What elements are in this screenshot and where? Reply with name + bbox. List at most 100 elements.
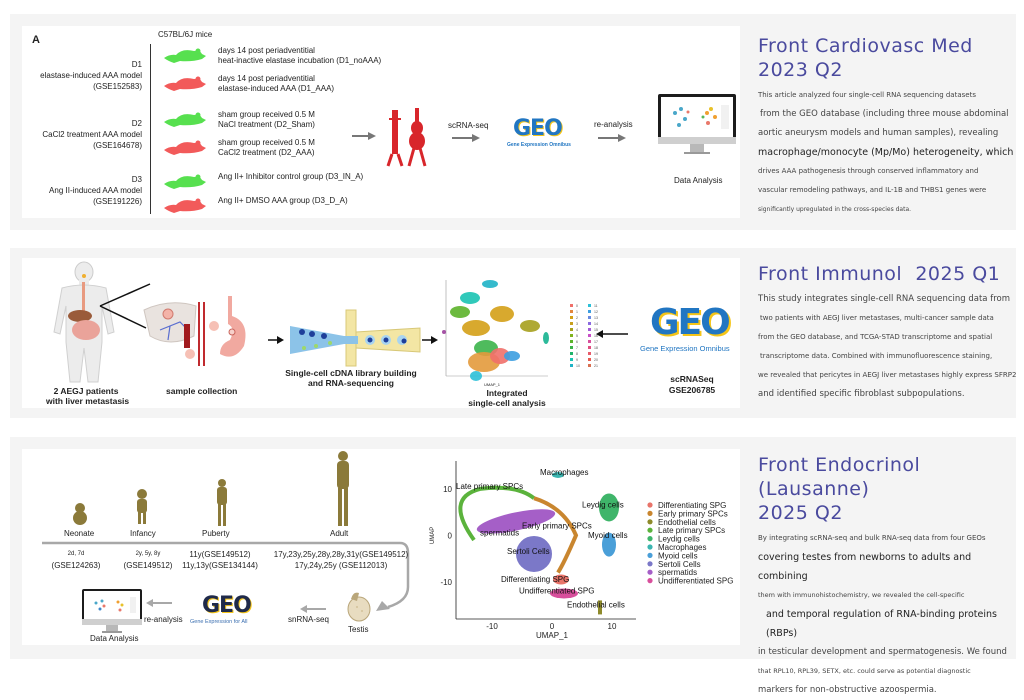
umap-cluster (460, 292, 480, 304)
legend-label: 6 (576, 340, 578, 344)
legend-label: 21 (594, 364, 598, 368)
legend-label: 1 (576, 310, 578, 314)
legend-label: 16 (594, 334, 598, 338)
cluster-label: Differentiating SPG (501, 575, 569, 584)
legend-label: 0 (576, 304, 578, 308)
description-line: transcriptome data. Combined with immuno… (760, 352, 993, 360)
adult-silhouette-icon (337, 451, 349, 526)
study-info-1: Front Cardiovasc Med 2023 Q2 This articl… (758, 34, 1014, 219)
arrow-icon (598, 134, 626, 142)
stage-label: Puberty (202, 529, 230, 538)
description-line: covering testes from newborns to adults … (758, 552, 972, 582)
puberty-silhouette-icon (217, 479, 227, 526)
stage-ages: 11y(GSE149512) (189, 550, 251, 559)
legend-swatch (570, 352, 573, 355)
mouse-group-label: Ang II+ DMSO AAA group (D3_D_A) (218, 196, 348, 206)
legend-swatch (647, 527, 653, 533)
geo-subtitle: Gene Expression Omnibus (507, 142, 571, 148)
study-card-3: Neonate Infancy Puberty Adult 2d, 7d (GS… (10, 437, 1016, 695)
y-tick-label: 0 (448, 531, 453, 540)
description-line: drives AAA pathogenesis through conserve… (758, 167, 979, 175)
journal-name: Front Immunol (758, 263, 903, 285)
computer-monitor-icon (658, 94, 738, 158)
description-line: This study integrates single-cell RNA se… (758, 294, 1010, 304)
x-axis-label: UMAP_1 (536, 631, 569, 640)
description-line: This article analyzed four single-cell R… (758, 91, 976, 99)
data-analysis-label: Data Analysis (674, 176, 723, 185)
cluster-label: spermatids (480, 528, 519, 537)
patients-label-line: 2 AEGJ patients (53, 386, 119, 396)
arrow-icon (422, 336, 438, 344)
dataset-gse: (GSE191226) (93, 197, 142, 206)
legend-swatch (588, 346, 591, 349)
stage-gse: 11y,13y(GSE134144) (182, 561, 258, 570)
y-axis-label: UMAP (430, 527, 436, 544)
legend-swatch (588, 352, 591, 355)
cluster-leydig-cells (599, 493, 619, 522)
group-line: sham group received 0.5 M (218, 138, 315, 147)
y-tick-label: 10 (443, 485, 452, 494)
legend-swatch (647, 578, 653, 584)
neonate-silhouette-icon (73, 503, 87, 525)
integrated-label: Integrated single-cell analysis (452, 388, 562, 408)
legend-swatch (570, 340, 573, 343)
legend-swatch (647, 519, 653, 525)
mouse-group-label: Ang II+ Inhibitor control group (D3_IN_A… (218, 172, 363, 182)
group-line: days 14 post periadventitial (218, 46, 315, 55)
legend-swatch (647, 569, 653, 575)
data-analysis-label: Data Analysis (90, 634, 139, 643)
geo-subtitle: Gene Expression Omnibus (640, 344, 730, 353)
legend-label: 15 (594, 328, 598, 332)
legend-label: Early primary SPCs (658, 509, 728, 518)
cluster-label: Sertoli Cells (507, 547, 550, 556)
cluster-undifferentiated-spg (550, 588, 578, 599)
x-tick-label: 0 (550, 622, 555, 631)
stage-ages: 17y,23y,25y,28y,28y,31y(GSE149512) (273, 550, 409, 559)
study-description: By integrating scRNA-seq and bulk RNA-se… (758, 529, 1020, 700)
legend-swatch (588, 310, 591, 313)
stage-samples: 2d, 7d (GSE124263) (40, 549, 112, 571)
description-line: from the GEO database (including three m… (760, 109, 1009, 119)
umap-cluster (442, 330, 446, 334)
cluster-endothelial-cells (598, 600, 602, 615)
umap-cluster (450, 306, 470, 318)
journal-title: Front Endocrinol (Lausanne) 2025 Q2 (758, 453, 1020, 525)
dataset-label: scRNASeq GSE206785 (652, 374, 732, 396)
dataset-id: D2 (131, 119, 142, 128)
study-figure-3: Neonate Infancy Puberty Adult 2d, 7d (GS… (22, 449, 740, 645)
organ-illustration-icon (143, 296, 246, 366)
study-card-2: 2 AEGJ patients with liver metastasis sa… (10, 248, 1016, 418)
dataset-d2-label: D2 CaCl2 treatment AAA model (GSE164678) (42, 118, 142, 151)
legend-swatch (588, 340, 591, 343)
mouse-icon (164, 174, 206, 189)
human-body-icon (53, 261, 115, 383)
integrated-label-line: single-cell analysis (468, 398, 546, 408)
mini-scatter-icon (673, 105, 729, 129)
arrow-icon (352, 132, 376, 140)
stage-label: Neonate (64, 529, 95, 538)
legend-swatch (647, 502, 653, 508)
geo-logo-text: GEO (650, 302, 731, 343)
legend-label: 5 (576, 334, 578, 338)
legend-label: 12 (594, 310, 598, 314)
description-line: macrophage/monocyte (Mp/Mo) heterogeneit… (758, 147, 1014, 158)
stage-samples: 2y, 5y, 8y (GSE149512) (112, 549, 184, 571)
timeline-arrow (42, 541, 410, 611)
infancy-silhouette-icon (137, 489, 147, 524)
umap-cluster (543, 332, 549, 344)
legend-swatch (570, 304, 573, 307)
study-description: This article analyzed four single-cell R… (758, 86, 1014, 219)
legend-swatch (570, 316, 573, 319)
legend-label: Late primary SPCs (658, 526, 725, 535)
cluster-label: Undifferentiated SPG (519, 586, 594, 595)
description-line: we revealed that pericytes in AEGJ liver… (758, 371, 1017, 379)
description-line: them with immunohistochemistry, we revea… (758, 591, 965, 599)
legend-label: 11 (594, 304, 598, 308)
patients-label: 2 AEGJ patients with liver metastasis (46, 386, 129, 406)
stage-samples: 17y,23y,25y,28y,28y,31y(GSE149512) 17y,2… (266, 549, 416, 571)
description-line: two patients with AEGJ liver metastases,… (760, 314, 994, 322)
study-card-1: A C57BL/6J mice D1 elastase-induced AAA … (10, 14, 1016, 230)
legend-swatch (588, 334, 591, 337)
cluster-spermatids (476, 509, 556, 534)
